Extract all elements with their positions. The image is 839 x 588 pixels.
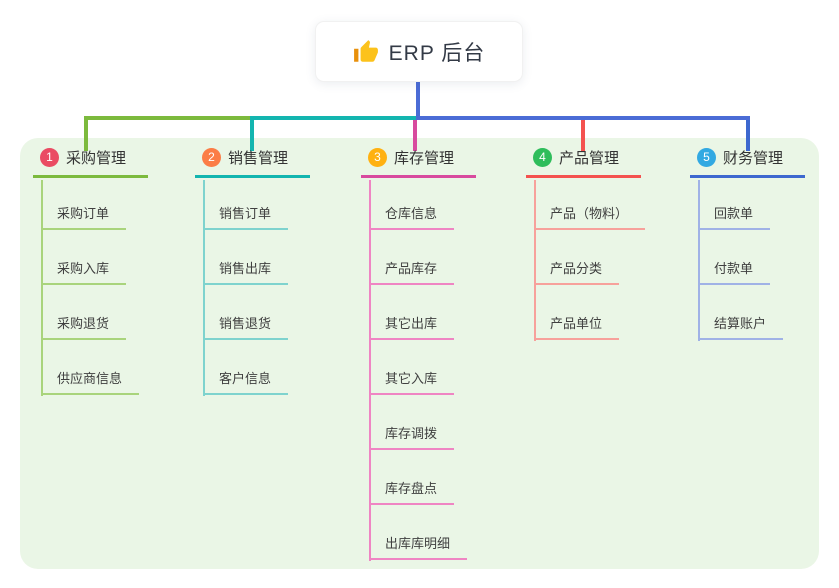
branch-node-4[interactable]: 4 产品管理 (526, 147, 641, 178)
bus-line-left-green (84, 116, 254, 120)
bus-line-right-blue (416, 116, 750, 120)
trunk-line (203, 180, 205, 396)
trunk-line (41, 180, 43, 396)
branch-drop-line (581, 120, 585, 151)
child-node[interactable]: 采购入库 (41, 259, 127, 285)
thumbs-up-icon (353, 39, 379, 65)
child-node[interactable]: 其它出库 (369, 314, 455, 340)
branch-drop-line (250, 116, 254, 151)
trunk-line (534, 180, 536, 341)
trunk-line (369, 180, 371, 561)
branch-number-badge: 3 (368, 148, 387, 167)
root-drop-line (416, 82, 420, 120)
branch-node-1[interactable]: 1 采购管理 (33, 147, 148, 178)
trunk-line (698, 180, 700, 341)
branches-panel (20, 138, 819, 569)
branch-node-2[interactable]: 2 销售管理 (195, 147, 310, 178)
root-title: ERP 后台 (388, 41, 486, 65)
branch-node-5[interactable]: 5 财务管理 (690, 147, 805, 178)
child-node[interactable]: 库存调拨 (369, 424, 455, 450)
child-node[interactable]: 产品单位 (534, 314, 620, 340)
branch-title: 产品管理 (559, 150, 620, 167)
child-node[interactable]: 结算账户 (698, 314, 784, 340)
child-node[interactable]: 采购退货 (41, 314, 127, 340)
child-node[interactable]: 产品分类 (534, 259, 620, 285)
child-node[interactable]: 其它入库 (369, 369, 455, 395)
child-node[interactable]: 库存盘点 (369, 479, 455, 505)
child-node[interactable]: 销售订单 (203, 204, 289, 230)
branch-number-badge: 5 (697, 148, 716, 167)
child-node[interactable]: 销售出库 (203, 259, 289, 285)
branch-node-3[interactable]: 3 库存管理 (361, 147, 476, 178)
child-node[interactable]: 付款单 (698, 259, 771, 285)
branch-number-badge: 1 (40, 148, 59, 167)
bus-line-left-teal (250, 116, 420, 120)
branch-drop-line (413, 120, 417, 151)
branch-title: 财务管理 (723, 150, 784, 167)
child-node[interactable]: 采购订单 (41, 204, 127, 230)
child-node[interactable]: 客户信息 (203, 369, 289, 395)
child-node[interactable]: 销售退货 (203, 314, 289, 340)
branch-number-badge: 4 (533, 148, 552, 167)
branch-drop-line (746, 116, 750, 151)
branch-title: 销售管理 (228, 150, 289, 167)
branch-title: 采购管理 (66, 150, 127, 167)
child-node[interactable]: 回款单 (698, 204, 771, 230)
child-node[interactable]: 仓库信息 (369, 204, 455, 230)
child-node[interactable]: 出库库明细 (369, 534, 468, 560)
root-node[interactable]: ERP 后台 (315, 21, 523, 82)
child-node[interactable]: 产品（物料） (534, 204, 646, 230)
branch-number-badge: 2 (202, 148, 221, 167)
child-node[interactable]: 产品库存 (369, 259, 455, 285)
child-node[interactable]: 供应商信息 (41, 369, 140, 395)
branch-title: 库存管理 (394, 150, 455, 167)
branch-drop-line (84, 116, 88, 151)
